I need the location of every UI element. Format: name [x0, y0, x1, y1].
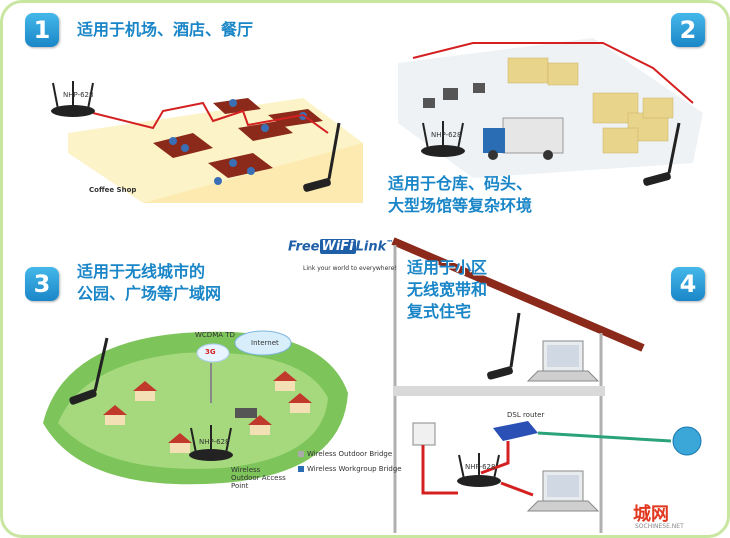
- panel-4-caption: 适用于小区 无线宽带和 复式住宅: [407, 257, 487, 323]
- dsl-router: [493, 421, 538, 441]
- panel-3-caption: 适用于无线城市的 公园、广场等广域网: [77, 261, 221, 305]
- legend-workgroup: Wireless Workgroup Bridge: [307, 465, 402, 473]
- usb-adapter-4: [486, 313, 519, 380]
- logo-wifi: WiFi: [320, 239, 356, 254]
- router-1: [51, 81, 95, 117]
- device-label-3: NHP-628: [199, 438, 229, 446]
- panel-3-badge: 3: [25, 267, 59, 301]
- globe-icon: [673, 427, 701, 455]
- wall-socket: [413, 423, 435, 445]
- device-label-4: NHP-628: [465, 463, 495, 471]
- logo-free: Free: [288, 239, 320, 254]
- internet-label: Internet: [251, 339, 279, 347]
- legend-ap: Wireless Outdoor Access Point: [231, 466, 291, 490]
- legend-swatch-workgroup: [298, 466, 304, 472]
- panel-2-badge: 2: [671, 13, 705, 47]
- legend-bridge: Wireless Outdoor Bridge: [307, 450, 392, 458]
- device-label-2: NHP-628: [431, 131, 461, 139]
- dsl-router-label: DSL router: [507, 411, 544, 419]
- logo-link: Link: [356, 239, 387, 254]
- panel-4-badge: 4: [671, 267, 705, 301]
- logo-tm: ™: [386, 239, 393, 247]
- panel-1-caption: 适用于机场、酒店、餐厅: [77, 19, 253, 41]
- house-floor: [393, 386, 605, 396]
- device-label-1: NHP-628: [63, 91, 93, 99]
- legend-swatch-bridge: [298, 451, 304, 457]
- panel-2-caption: 适用于仓库、码头、 大型场馆等复杂环境: [388, 173, 532, 217]
- laptop-lower: [528, 471, 598, 511]
- internet-link: [538, 433, 671, 441]
- watermark-url: SOCHINESE.NET: [635, 523, 684, 530]
- wcdma-label: WCDMA TD: [195, 331, 235, 339]
- logo-tagline: Link your world to everywhere!: [303, 265, 397, 272]
- panel-1-badge: 1: [25, 13, 59, 47]
- laptop-upper: [528, 341, 598, 381]
- park-car: [235, 408, 257, 418]
- 3g-label: 3G: [205, 348, 216, 356]
- coffee-shop-label: Coffee Shop: [89, 186, 136, 194]
